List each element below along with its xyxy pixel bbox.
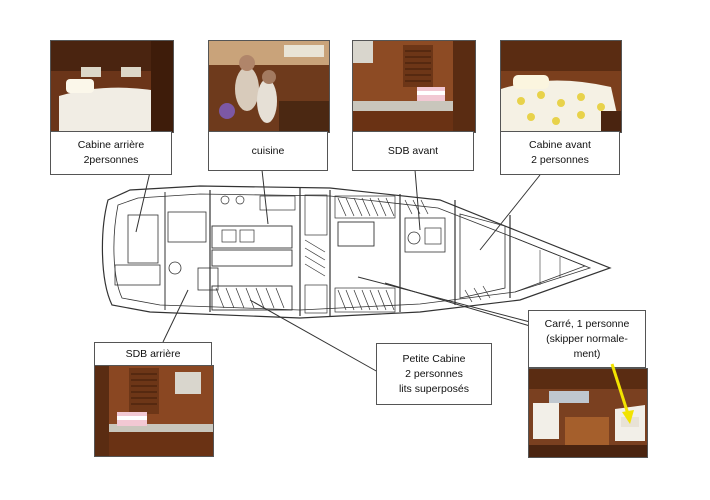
- label-line: 2 personnes: [405, 367, 463, 380]
- aft-toilet: [168, 261, 182, 275]
- forward-head: [404, 217, 446, 253]
- label-line: 2 personnes: [531, 154, 589, 166]
- galley-stove: [211, 249, 293, 267]
- label-line: ment): [573, 347, 601, 360]
- callout-cabine-arriere: Cabine arrière 2personnes: [50, 131, 172, 175]
- aft-cabin-bed: [127, 214, 159, 264]
- hatch-mast: [304, 239, 326, 277]
- callout-cabine-avant: Cabine avant 2 personnes: [500, 131, 620, 175]
- aft-bathroom-photo: [94, 365, 214, 457]
- forward-cabin-photo: [500, 40, 622, 133]
- callout-cuisine: cuisine: [208, 131, 328, 171]
- callout-sdb-avant: SDB avant: [352, 131, 474, 171]
- callout-sdb-arriere: SDB arrière: [94, 342, 212, 366]
- label-line: SDB avant: [387, 144, 439, 157]
- label-line: Petite Cabine: [402, 352, 466, 365]
- aft-bunk-rect: [114, 264, 161, 286]
- forward-vberth: [459, 213, 506, 299]
- label-line: 2personnes: [83, 154, 139, 166]
- callout-carre: Carré, 1 personne (skipper normale- ment…: [528, 310, 646, 368]
- hull-outline: [101, 185, 612, 319]
- label-line: cuisine: [251, 144, 285, 157]
- label-line: lits superposés: [398, 382, 470, 395]
- galley-counter: [211, 225, 293, 249]
- label-line: SDB arrière: [125, 347, 181, 360]
- label-line: Cabine arrière: [77, 139, 145, 151]
- galley-photo: [208, 40, 330, 133]
- hatch-bunks: [215, 287, 285, 309]
- saloon-table: [337, 221, 375, 247]
- hatch-saloon-top: [337, 197, 395, 217]
- callout-petite-cabine: Petite Cabine 2 personnes lits superposé…: [376, 343, 492, 405]
- label-line: Carré, 1 personne: [544, 317, 630, 330]
- label-line: (skipper normale-: [546, 332, 628, 345]
- label-line: Cabine avant: [529, 139, 591, 151]
- forward-bathroom-photo: [352, 40, 476, 133]
- aft-cabin-photo: [50, 40, 174, 133]
- yellow-arrow-icon: [610, 363, 634, 424]
